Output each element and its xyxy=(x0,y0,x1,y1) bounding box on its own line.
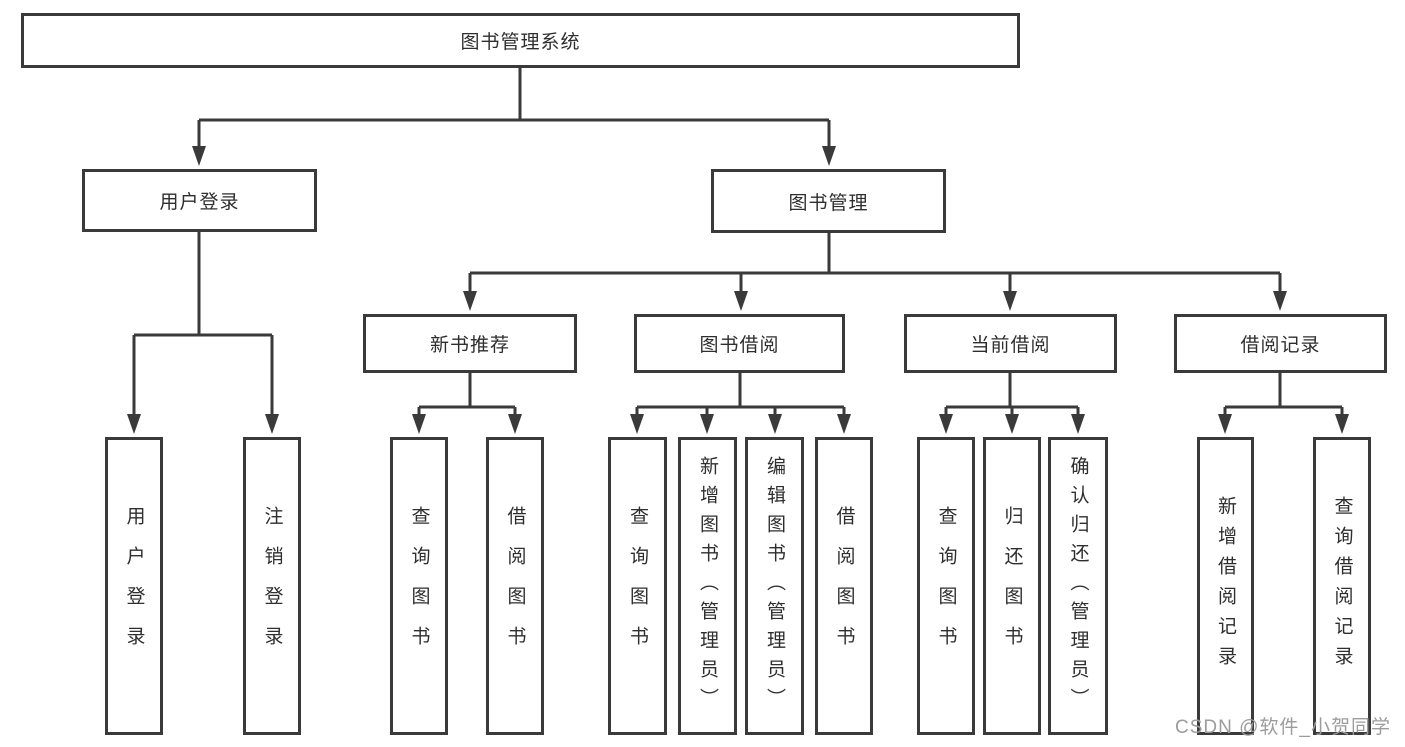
node-current-borrow: 当前借阅 xyxy=(904,314,1117,373)
leaf-user-login-label: 用户登录 xyxy=(123,506,145,666)
leaf-edit-book-admin: 编辑图书（管理员） xyxy=(745,437,804,735)
leaf-query-borrow-record-label: 查询借阅记录 xyxy=(1331,496,1353,676)
leaf-user-login: 用户登录 xyxy=(105,437,163,735)
node-book-borrow-label: 图书借阅 xyxy=(699,335,780,356)
leaf-query-books-2-label: 查询图书 xyxy=(627,506,648,666)
leaf-query-books-1: 查询图书 xyxy=(390,437,448,735)
connector-current-borrow xyxy=(944,373,1080,420)
connector-new-book-rec xyxy=(417,373,517,420)
node-user-login: 用户登录 xyxy=(82,169,317,232)
leaf-query-borrow-record: 查询借阅记录 xyxy=(1313,437,1371,735)
leaf-borrow-books-2-label: 借阅图书 xyxy=(833,506,855,666)
leaf-query-books-2: 查询图书 xyxy=(608,437,667,735)
node-borrow-records: 借阅记录 xyxy=(1174,314,1387,373)
leaf-return-books-label: 归还图书 xyxy=(1001,506,1023,666)
node-root: 图书管理系统 xyxy=(21,13,1020,68)
connector-book-mgmt xyxy=(468,233,1282,297)
connector-root xyxy=(197,68,831,152)
node-root-label: 图书管理系统 xyxy=(460,32,581,53)
node-borrow-records-label: 借阅记录 xyxy=(1240,335,1321,356)
connector-user-login xyxy=(132,232,274,420)
leaf-borrow-books-1: 借阅图书 xyxy=(486,437,544,735)
node-book-management: 图书管理 xyxy=(711,169,946,233)
node-book-management-label: 图书管理 xyxy=(788,192,869,214)
leaf-add-book-admin: 新增图书（管理员） xyxy=(678,437,737,735)
leaf-add-book-admin-label: 新增图书（管理员） xyxy=(697,455,718,717)
leaf-edit-book-admin-label: 编辑图书（管理员） xyxy=(764,455,785,717)
node-book-borrow: 图书借阅 xyxy=(634,314,845,373)
leaf-logout-label: 注销登录 xyxy=(261,506,283,666)
leaf-borrow-books-2: 借阅图书 xyxy=(815,437,873,735)
node-user-login-label: 用户登录 xyxy=(159,192,240,213)
leaf-confirm-return-admin: 确认归还（管理员） xyxy=(1048,437,1108,735)
leaf-query-books-3-label: 查询图书 xyxy=(935,506,957,666)
leaf-add-borrow-record-label: 新增借阅记录 xyxy=(1215,496,1236,676)
leaf-logout: 注销登录 xyxy=(243,437,301,735)
leaf-add-borrow-record: 新增借阅记录 xyxy=(1197,437,1254,735)
leaf-query-books-3: 查询图书 xyxy=(917,437,975,735)
connector-borrow-records xyxy=(1223,373,1344,420)
node-new-book-recommend: 新书推荐 xyxy=(363,314,577,373)
node-new-book-recommend-label: 新书推荐 xyxy=(429,335,510,356)
connector-book-borrow xyxy=(635,373,846,420)
leaf-confirm-return-admin-label: 确认归还（管理员） xyxy=(1067,455,1089,717)
leaf-query-books-1-label: 查询图书 xyxy=(408,506,430,666)
node-current-borrow-label: 当前借阅 xyxy=(970,335,1051,356)
csdn-watermark: CSDN @软件_小贺同学 xyxy=(1175,717,1391,738)
leaf-return-books: 归还图书 xyxy=(983,437,1041,735)
leaf-borrow-books-1-label: 借阅图书 xyxy=(504,506,526,666)
